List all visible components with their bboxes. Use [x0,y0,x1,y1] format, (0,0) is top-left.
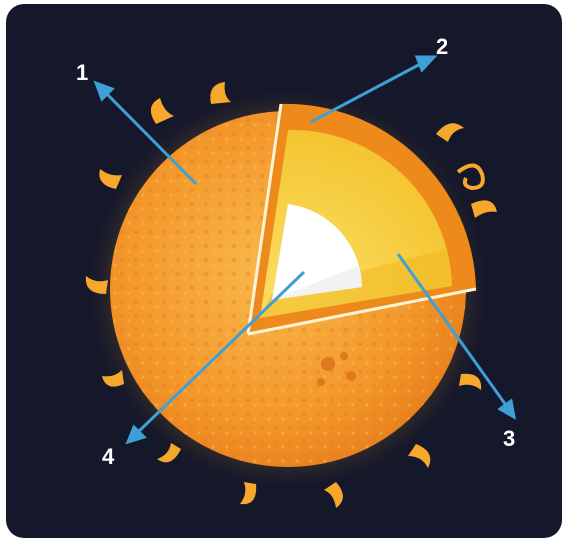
solar-prominences [85,82,497,508]
cut-edge [246,103,477,336]
arrowhead-3 [497,398,517,420]
label-3: 3 [503,426,515,451]
sunspots [317,352,356,386]
label-4: 4 [102,444,115,469]
arrow-1 [101,88,198,186]
arrowhead-2 [414,55,438,73]
diagram-panel: 1 2 3 4 [6,4,562,538]
arrow-3 [396,253,510,409]
arrow-2 [310,59,427,124]
label-2: 2 [436,34,448,59]
core-shade [272,266,362,300]
arrowhead-1 [93,80,115,102]
arrow-4 [134,270,306,436]
label-1: 1 [76,60,88,85]
arrowhead-4 [125,424,147,445]
sun-structure-diagram: 1 2 3 4 [76,34,517,508]
pointer-arrows [93,55,517,445]
curl-prominence [456,163,485,191]
